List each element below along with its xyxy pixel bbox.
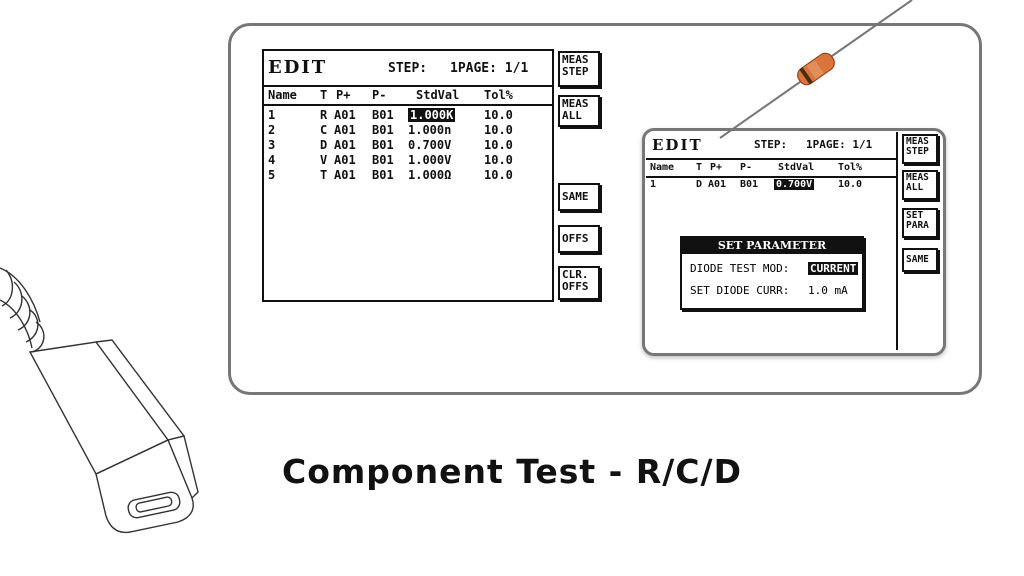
dialog-title: SET PARAMETER <box>682 238 862 254</box>
diode-col-name: Name <box>650 162 675 173</box>
diode-edit-title: EDIT <box>652 136 703 154</box>
cell-pplus: A01 <box>334 108 356 122</box>
cell-tol: 10.0 <box>484 168 513 182</box>
diode-page-indicator: 1PAGE: 1/1 <box>806 138 873 151</box>
s1-table-row[interactable]: 4 V A01 B01 1.000V 10.0 <box>264 153 552 168</box>
meas-all-button[interactable]: MEAS ALL <box>558 95 600 127</box>
col-pminus: P- <box>372 88 387 102</box>
s1-table-row[interactable]: 3 D A01 B01 0.700V 10.0 <box>264 138 552 153</box>
cell-name: 1 <box>650 179 657 190</box>
meas-step-button[interactable]: MEAS STEP <box>558 51 600 87</box>
page-indicator: 1PAGE: 1/1 <box>450 61 529 76</box>
s1-table-row[interactable]: 5 T A01 B01 1.000Ω 10.0 <box>264 168 552 183</box>
diode-test-mode-value[interactable]: CURRENT <box>808 262 859 275</box>
diode-col-stdval: StdVal <box>778 162 815 173</box>
cell-type: C <box>320 123 328 137</box>
caption-title: Component Test - R/C/D <box>282 452 742 491</box>
cell-pplus: A01 <box>334 153 356 167</box>
cell-pplus: A01 <box>334 168 356 182</box>
col-tol: Tol% <box>484 88 513 102</box>
cell-tol: 10.0 <box>484 138 513 152</box>
cell-pplus: A01 <box>334 138 356 152</box>
set-parameter-dialog: SET PARAMETER DIODE TEST MOD: CURRENT SE… <box>680 236 864 310</box>
cell-type: R <box>320 108 328 122</box>
diode-table-header: Name T P+ P- StdVal Tol% <box>646 161 896 178</box>
cell-stdval: 1.000V <box>408 153 452 167</box>
cell-name: 1 <box>268 108 276 122</box>
clr-offs-button[interactable]: CLR. OFFS <box>558 266 600 300</box>
cell-stdval: 0.700V <box>774 179 815 190</box>
diode-component-illustration <box>719 0 913 139</box>
cell-tol: 10.0 <box>484 108 513 122</box>
usb-c-cable-illustration <box>0 267 199 534</box>
edit-screen-main: EDIT STEP: 1PAGE: 1/1 Name T P+ P- StdVa… <box>262 49 554 302</box>
step-label: STEP: <box>388 61 428 76</box>
table-header: Name T P+ P- StdVal Tol% <box>264 87 552 106</box>
col-name: Name <box>268 88 297 102</box>
cell-pplus: A01 <box>334 123 356 137</box>
diode-edit-header: EDIT STEP: 1PAGE: 1/1 <box>646 132 896 160</box>
cell-pminus: B01 <box>372 108 394 122</box>
cell-stdval: 1.000n <box>408 123 452 137</box>
col-stdval: StdVal <box>416 88 460 102</box>
cell-stdval: 0.700V <box>408 138 452 152</box>
cell-stdval: 1.000Ω <box>408 168 452 182</box>
diode-current-value[interactable]: 1.0 mA <box>808 284 848 297</box>
diode-test-mode-label: DIODE TEST MOD: <box>690 262 790 275</box>
diode-same-button[interactable]: SAME <box>902 248 938 272</box>
diode-col-type: T <box>696 162 703 173</box>
cell-tol: 10.0 <box>838 179 863 190</box>
set-para-button[interactable]: SET PARA <box>902 208 938 238</box>
col-pplus: P+ <box>336 88 351 102</box>
cell-pminus: B01 <box>372 138 394 152</box>
offs-button[interactable]: OFFS <box>558 225 600 253</box>
diode-col-pplus: P+ <box>710 162 723 173</box>
edit-header: EDIT STEP: 1PAGE: 1/1 <box>264 51 552 87</box>
diode-col-pminus: P- <box>740 162 753 173</box>
cell-name: 5 <box>268 168 276 182</box>
cell-name: 2 <box>268 123 276 137</box>
diode-meas-step-button[interactable]: MEAS STEP <box>902 134 938 164</box>
s1-table-row[interactable]: 2 C A01 B01 1.000n 10.0 <box>264 123 552 138</box>
s1-table-row[interactable]: 1 R A01 B01 1.000K 10.0 <box>264 108 552 123</box>
cell-pminus: B01 <box>740 179 759 190</box>
cell-type: V <box>320 153 328 167</box>
diode-edit-area: EDIT STEP: 1PAGE: 1/1 Name T P+ P- StdVa… <box>646 132 898 350</box>
cell-name: 3 <box>268 138 276 152</box>
cell-pplus: A01 <box>708 179 727 190</box>
cell-tol: 10.0 <box>484 123 513 137</box>
same-button[interactable]: SAME <box>558 183 600 211</box>
s2-table-row[interactable]: 1 D A01 B01 0.700V 10.0 <box>646 179 896 193</box>
cell-type: D <box>320 138 328 152</box>
cell-pminus: B01 <box>372 123 394 137</box>
diode-current-label: SET DIODE CURR: <box>690 284 790 297</box>
cell-tol: 10.0 <box>484 153 513 167</box>
cell-pminus: B01 <box>372 168 394 182</box>
cell-name: 4 <box>268 153 276 167</box>
cell-type: D <box>696 179 703 190</box>
col-type: T <box>320 88 328 102</box>
diode-step-label: STEP: <box>754 138 788 151</box>
diode-col-tol: Tol% <box>838 162 863 173</box>
cell-type: T <box>320 168 328 182</box>
cell-stdval: 1.000K <box>408 108 456 122</box>
cell-pminus: B01 <box>372 153 394 167</box>
diode-meas-all-button[interactable]: MEAS ALL <box>902 170 938 200</box>
edit-title: EDIT <box>268 57 328 78</box>
